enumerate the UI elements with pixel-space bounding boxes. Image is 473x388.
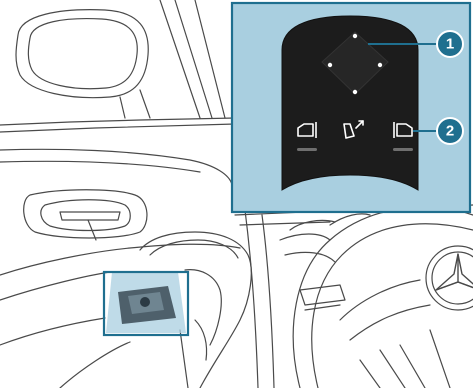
door-handle-drawing — [24, 190, 147, 240]
adjust-right-dot[interactable] — [378, 63, 382, 67]
star-logo-icon — [436, 254, 473, 290]
highlighted-control-area — [104, 272, 188, 335]
adjust-down-dot[interactable] — [353, 90, 357, 94]
side-mirror-drawing — [16, 10, 150, 118]
adjust-up-dot[interactable] — [353, 34, 357, 38]
zoomed-inset: 1 2 — [232, 3, 470, 212]
callout-2-number: 2 — [446, 123, 454, 140]
adjust-left-dot[interactable] — [328, 63, 332, 67]
callout-1-number: 1 — [446, 36, 454, 53]
steering-wheel-drawing — [280, 207, 473, 388]
